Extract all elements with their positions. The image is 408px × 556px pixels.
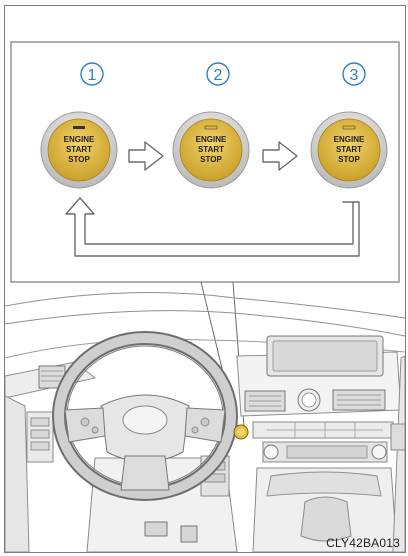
gear-shifter [301, 497, 351, 541]
svg-text:1: 1 [88, 67, 97, 84]
svg-text:3: 3 [350, 67, 359, 84]
svg-text:2: 2 [214, 67, 223, 84]
dashboard-scene [5, 293, 405, 552]
svg-text:STOP: STOP [338, 155, 360, 164]
svg-text:START: START [198, 145, 224, 154]
svg-text:START: START [336, 145, 362, 154]
engine-start-button-step-3: ENGINE START STOP [311, 112, 387, 188]
indicator-light [73, 126, 85, 129]
engine-start-button-step-2: ENGINE START STOP [173, 112, 249, 188]
figure-code: CLY42BA013 [326, 536, 400, 550]
svg-text:ENGINE: ENGINE [64, 135, 95, 144]
engine-start-diagram: 1 2 3 ENGINE START STOP ENGINE START [5, 6, 405, 552]
indicator-light [343, 126, 355, 129]
indicator-light [205, 126, 217, 129]
svg-text:STOP: STOP [200, 155, 222, 164]
steering-wheel [59, 338, 231, 494]
diagram-frame: 1 2 3 ENGINE START STOP ENGINE START [4, 5, 406, 553]
engine-start-button-step-1: ENGINE START STOP [41, 112, 117, 188]
svg-text:START: START [66, 145, 92, 154]
engine-switch-location [234, 425, 248, 439]
svg-text:ENGINE: ENGINE [196, 135, 227, 144]
svg-text:ENGINE: ENGINE [334, 135, 365, 144]
svg-text:STOP: STOP [68, 155, 90, 164]
